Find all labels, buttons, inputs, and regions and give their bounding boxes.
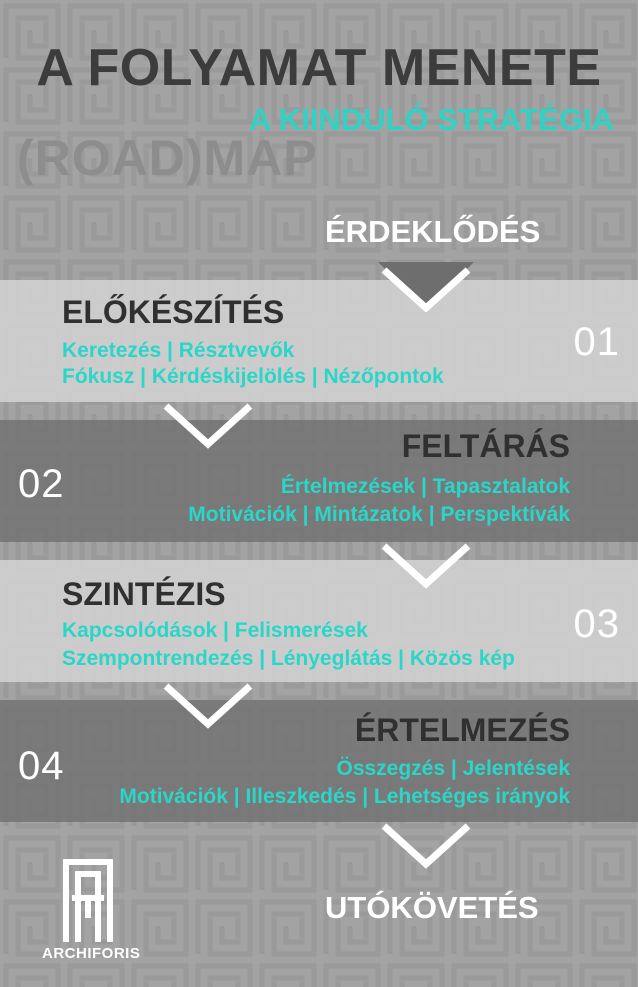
stage-4-number: 04 — [18, 744, 65, 788]
stage-1-title: ELŐKÉSZÍTÉS — [62, 294, 285, 330]
end-label: UTÓKÖVETÉS — [325, 890, 539, 925]
stage-2-line-1: Értelmezések | Tapasztalatok — [280, 475, 570, 498]
roadmap-watermark: (ROAD)MAP — [17, 130, 318, 186]
chevron-down-icon — [163, 683, 253, 729]
logo-text: ARCHIFORIS — [42, 945, 141, 962]
stage-2-line-2: Motivációk | Mintázatok | Perspektívák — [188, 503, 570, 526]
stage-4-line-2: Motivációk | Illeszkedés | Lehetséges ir… — [119, 785, 570, 808]
archiforis-logo-icon — [63, 859, 113, 942]
stage-3-number: 03 — [573, 602, 620, 646]
stage-3-title: SZINTÉZIS — [62, 576, 226, 612]
stage-3-line-2: Szempontrendezés | Lényeglátás | Közös k… — [62, 647, 515, 670]
stage-3-band: SZINTÉZIS Kapcsolódások | Felismerések S… — [0, 560, 638, 682]
stage-4-line-1: Összegzés | Jelentések — [336, 757, 570, 780]
stage-4-title: ÉRTELMEZÉS — [354, 712, 570, 748]
chevron-down-icon — [381, 543, 471, 589]
chevron-down-icon — [163, 403, 253, 449]
stage-2-number: 02 — [18, 462, 65, 506]
stage-2-band: FELTÁRÁS Értelmezések | Tapasztalatok Mo… — [0, 420, 638, 542]
chevron-down-icon — [378, 262, 474, 312]
stage-1-line-1: Keretezés | Résztvevők — [62, 339, 295, 362]
page-title: A FOLYAMAT MENETE — [36, 39, 602, 97]
stage-1-number: 01 — [573, 320, 620, 364]
chevron-down-icon — [381, 823, 471, 869]
stage-1-band: ELŐKÉSZÍTÉS Keretezés | Résztvevők Fókus… — [0, 280, 638, 402]
stage-2-title: FELTÁRÁS — [401, 428, 570, 464]
page-subtitle: A KIINDULÓ STRATÉGIA — [248, 102, 614, 137]
start-label: ÉRDEKLŐDÉS — [325, 214, 541, 249]
stage-4-band: ÉRTELMEZÉS Összegzés | Jelentések Motivá… — [0, 700, 638, 822]
stage-1-line-2: Fókusz | Kérdéskijelölés | Nézőpontok — [62, 365, 444, 388]
stage-3-line-1: Kapcsolódások | Felismerések — [62, 619, 368, 642]
